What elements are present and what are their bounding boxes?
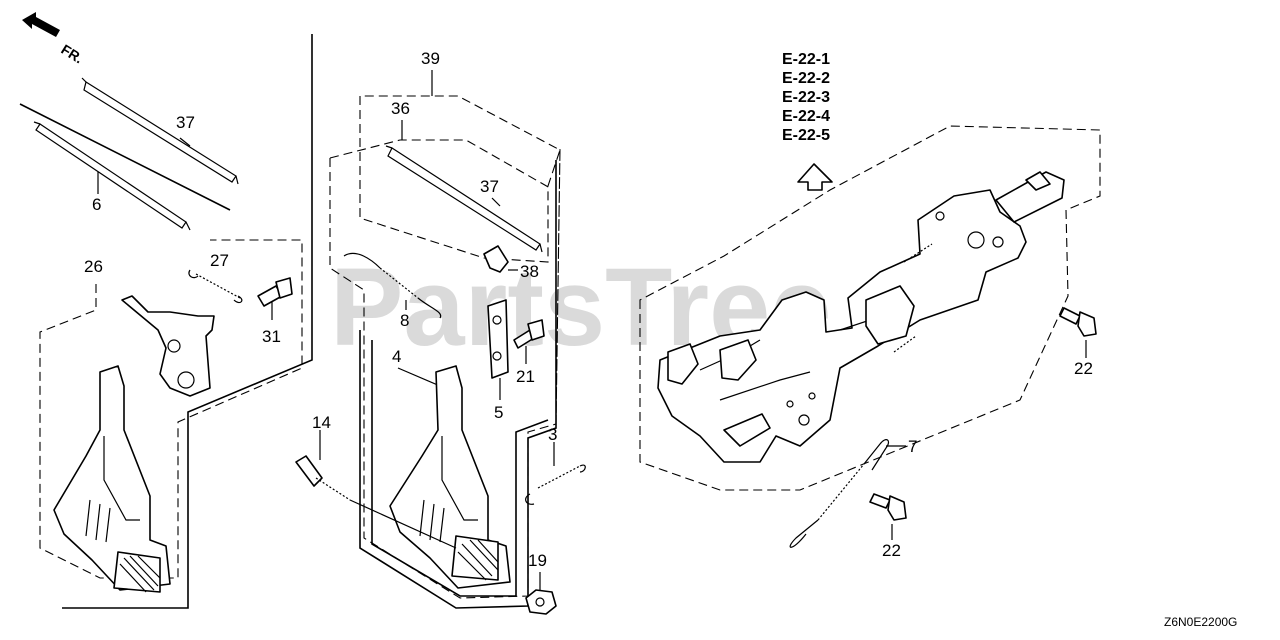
front-direction-label: FR. [58,41,86,67]
bolt-22-bottom [869,493,907,521]
rod-37-left [81,77,239,185]
bolt-22-right [1059,307,1097,337]
bolt-31 [257,277,293,307]
callout-37-left: 37 [176,113,195,132]
callout-7: 7 [908,437,917,456]
group-box-39 [359,95,561,263]
bracket-5 [487,299,509,379]
callout-5: 5 [494,403,503,422]
spring-small-upper [903,243,933,263]
callout-6: 6 [92,195,101,214]
pedal-4 [389,365,511,589]
boundary-line-top [19,103,231,211]
pedal-26 [53,295,215,593]
reference-link-4[interactable]: E-22-4 [782,108,830,125]
front-direction-arrow-icon [22,12,60,37]
group-boundary-left [62,34,313,609]
callout-4: 4 [392,347,401,366]
spring-small-lower [893,335,917,353]
callout-39: 39 [421,49,440,68]
spring-8 [343,252,442,319]
reference-link-3[interactable]: E-22-3 [782,89,830,106]
rod-37-center [385,145,543,253]
clip-38 [483,245,509,273]
bolt-21 [513,319,545,349]
callout-8: 8 [400,311,409,330]
spring-7 [789,439,890,548]
control-bracket-assembly [657,171,1065,463]
reference-link-2[interactable]: E-22-2 [782,70,830,87]
diagram-code: Z6N0E2200G [1164,615,1237,629]
callout-19: 19 [528,551,547,570]
callout-14: 14 [312,413,331,432]
callout-26: 26 [84,257,103,276]
nut-19 [525,589,557,615]
reference-up-arrow-icon [797,163,833,191]
reference-link-5[interactable]: E-22-5 [782,127,830,144]
spring-27 [188,269,243,304]
callout-21: 21 [516,367,535,386]
spring-3 [525,464,586,505]
callout-22-right: 22 [1074,359,1093,378]
callout-37-center: 37 [480,177,499,196]
callout-31: 31 [262,327,281,346]
callout-27: 27 [210,251,229,270]
callout-3: 3 [548,425,557,444]
group-box-39-outer [329,147,561,599]
callout-38: 38 [520,262,539,281]
reference-link-1[interactable]: E-22-1 [782,51,830,68]
callout-22-bottom: 22 [882,541,901,560]
group-box-reference [639,125,1101,491]
bolt-14 [295,455,457,549]
rod-6 [33,121,191,231]
callout-36: 36 [391,99,410,118]
